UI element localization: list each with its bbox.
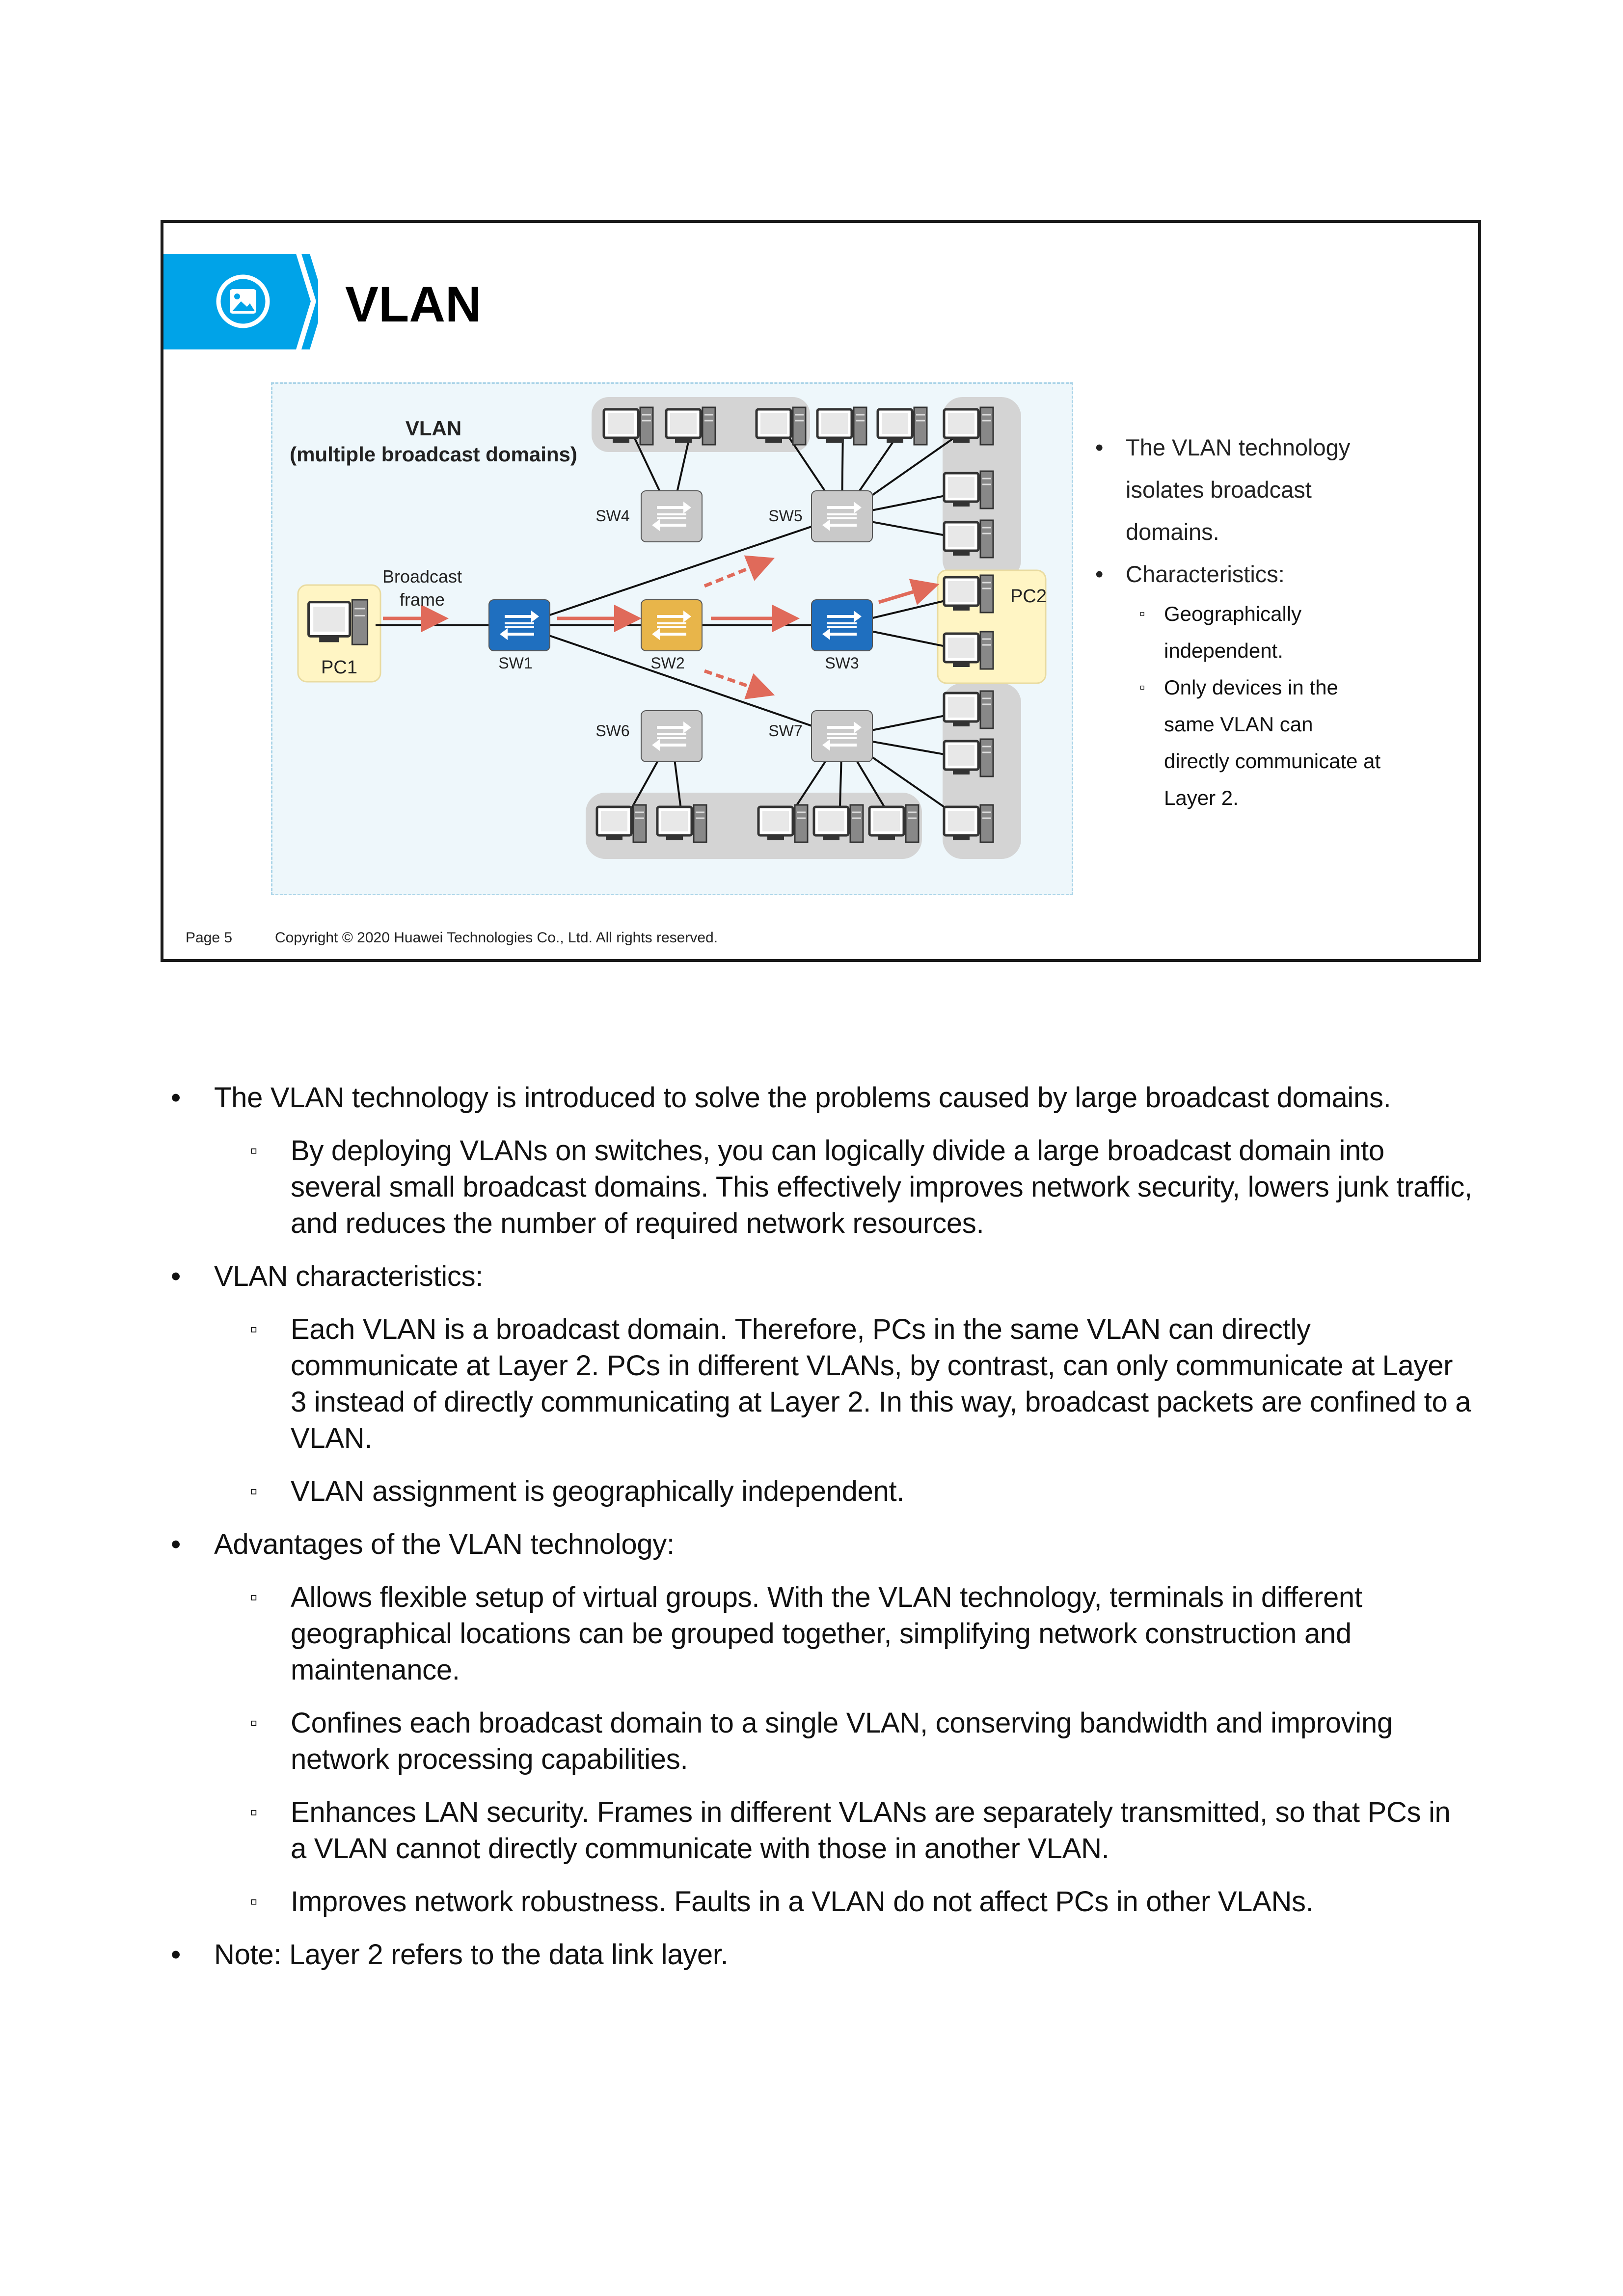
bullet-item: VLAN characteristics:: [168, 1258, 1474, 1295]
sw1-switch-icon: [488, 599, 550, 651]
pc-icon: [816, 406, 867, 446]
pc-icon: [943, 804, 994, 843]
sw2-switch-icon: [641, 599, 703, 651]
sw4-label: SW4: [595, 507, 629, 525]
pc-icon: [595, 804, 647, 843]
pc-icon: [943, 406, 994, 446]
pc-icon: [656, 804, 707, 843]
pc-icon: [755, 406, 807, 446]
sw4-switch-icon: [641, 490, 703, 542]
pc-icon: [943, 738, 994, 777]
side-bullet-line: domains.: [1126, 519, 1219, 545]
pc-icon: [943, 690, 994, 729]
bullet-item: The VLAN technology is introduced to sol…: [168, 1080, 1474, 1116]
slide-title: VLAN: [345, 276, 482, 332]
side-bullet-line: Characteristics:: [1091, 553, 1445, 595]
sub-bullet-item: Confines each broadcast domain to a sing…: [168, 1705, 1474, 1778]
broadcast-arrow: [703, 669, 775, 699]
sw3-label: SW3: [825, 654, 859, 672]
broadcast-arrow: [878, 579, 940, 605]
copyright: Copyright © 2020 Huawei Technologies Co.…: [275, 930, 718, 946]
vlan-topology-diagram: VLAN (multiple broadcast domains) Broadcas…: [290, 397, 1047, 859]
pc-icon: [943, 631, 994, 670]
sw6-label: SW6: [595, 722, 629, 740]
broadcast-frame-label: Broadcast: [382, 566, 462, 587]
body-bullet-list: The VLAN technology is introduced to sol…: [168, 1080, 1474, 1990]
sw2-label: SW2: [650, 654, 684, 672]
side-bullet-line: Geographically: [1091, 595, 1445, 632]
pc-icon: [943, 470, 994, 509]
side-bullet-line: Only devices in the: [1091, 669, 1445, 706]
sub-bullet-item: Improves network robustness. Faults in a…: [168, 1884, 1474, 1920]
sub-bullet-item: Enhances LAN security. Frames in differe…: [168, 1794, 1474, 1867]
diagram-panel: VLAN (multiple broadcast domains) Broadcas…: [271, 382, 1073, 895]
broadcast-arrow: [703, 555, 775, 588]
pc-icon: [757, 804, 809, 843]
pc-icon: [602, 406, 654, 446]
pc-icon: [868, 804, 920, 843]
side-bullet-line: Layer 2.: [1164, 786, 1239, 809]
title-tab: [163, 254, 318, 349]
sw5-label: SW5: [768, 507, 802, 525]
page-number: Page 5: [186, 930, 233, 946]
side-bullet-line: isolates broadcast: [1126, 477, 1312, 503]
sw7-switch-icon: [811, 710, 873, 762]
side-bullet-line: The VLAN technology: [1091, 427, 1445, 469]
sw6-switch-icon: [641, 710, 703, 762]
side-bullet-line: independent.: [1164, 639, 1283, 662]
sw3-switch-icon: [811, 599, 873, 651]
pc2-label: PC2: [1010, 586, 1047, 607]
sw7-label: SW7: [768, 722, 802, 740]
pc-icon: [943, 574, 994, 614]
pc-icon: [812, 804, 864, 843]
image-icon: [216, 274, 270, 328]
pc1-label: PC1: [321, 657, 357, 678]
network-link: [519, 624, 842, 737]
sub-bullet-item: Allows flexible setup of virtual groups.…: [168, 1579, 1474, 1688]
sub-bullet-item: VLAN assignment is geographically indepe…: [168, 1473, 1474, 1510]
pc1-icon: [307, 599, 369, 645]
side-bullet-line: same VLAN can: [1164, 713, 1313, 736]
side-bullet-list: The VLAN technology isolates broadcast dom…: [1091, 427, 1445, 816]
pc-icon: [665, 406, 716, 446]
bullet-item: Note: Layer 2 refers to the data link la…: [168, 1937, 1474, 1973]
sub-bullet-item: By deploying VLANs on switches, you can …: [168, 1133, 1474, 1242]
sw1-label: SW1: [498, 654, 532, 672]
bullet-item: Advantages of the VLAN technology:: [168, 1526, 1474, 1563]
diagram-title: VLAN: [406, 417, 461, 440]
pc-icon: [943, 519, 994, 559]
network-link: [519, 515, 842, 626]
pc-icon: [876, 406, 928, 446]
sw5-switch-icon: [811, 490, 873, 542]
sub-bullet-item: Each VLAN is a broadcast domain. Therefo…: [168, 1311, 1474, 1457]
side-bullet-line: directly communicate at: [1164, 749, 1381, 773]
slide: VLAN VLAN (multiple broadcast domains) Bro…: [161, 220, 1481, 962]
broadcast-frame-label: frame: [400, 589, 445, 610]
diagram-subtitle: (multiple broadcast domains): [290, 443, 577, 466]
